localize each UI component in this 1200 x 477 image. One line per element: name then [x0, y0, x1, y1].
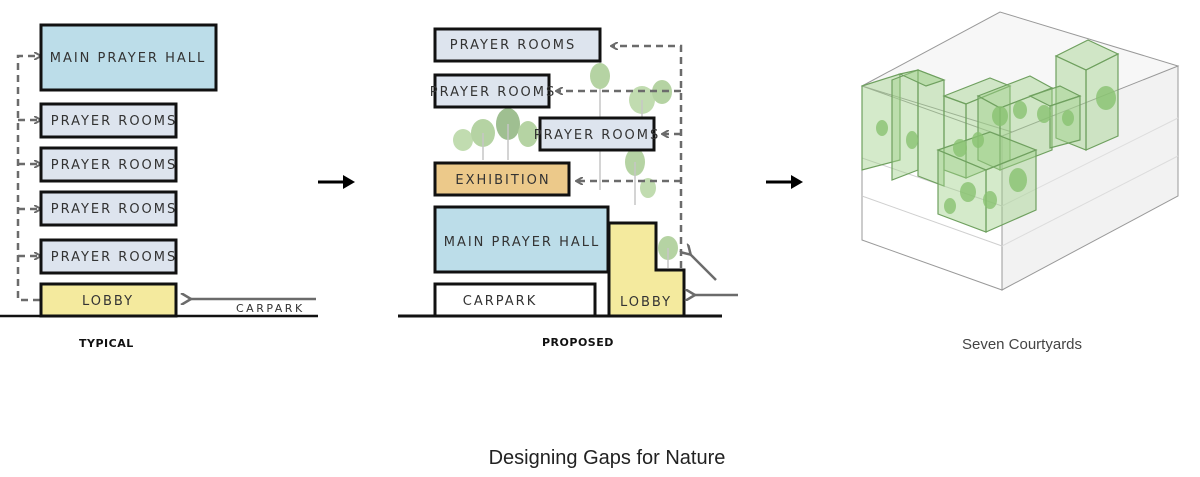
- typical-main-prayer-hall-label: MAIN PRAYER HALL: [50, 51, 207, 66]
- diagram-title: Designing Gaps for Nature: [489, 447, 726, 469]
- courtyards-caption: Seven Courtyards: [962, 336, 1082, 353]
- typical-prayer-rooms-label-3: PRAYER ROOMS: [51, 202, 178, 217]
- typical-section: MAIN PRAYER HALL PRAYER ROOMS PRAYER ROO…: [0, 23, 318, 350]
- proposed-section: PRAYER ROOMS PRAYER ROOMS PRAYER ROOMS E…: [398, 27, 738, 349]
- proposed-main-prayer-hall-label: MAIN PRAYER HALL: [444, 235, 601, 250]
- proposed-prayer-rooms-box-2: [433, 73, 551, 109]
- proposed-prayer-rooms-box-3: [538, 116, 656, 152]
- typical-prayer-rooms-label-1: PRAYER ROOMS: [51, 114, 178, 129]
- tree-icon: [453, 62, 678, 268]
- proposed-caption: PROPOSED: [542, 336, 614, 349]
- typical-carpark-label: CARPARK: [236, 302, 305, 315]
- proposed-circulation-spine: [612, 46, 683, 268]
- proposed-prayer-rooms-label-2: PRAYER ROOMS: [430, 85, 557, 100]
- proposed-carpark-label: CARPARK: [463, 294, 537, 309]
- typical-prayer-rooms-label-2: PRAYER ROOMS: [51, 158, 178, 173]
- typical-prayer-rooms-box-1: [39, 102, 178, 139]
- typical-caption: TYPICAL: [79, 337, 134, 350]
- typical-prayer-rooms-label-4: PRAYER ROOMS: [51, 250, 178, 265]
- typical-prayer-rooms-box-2: [39, 146, 178, 183]
- proposed-prayer-rooms-label-1: PRAYER ROOMS: [450, 38, 577, 53]
- proposed-prayer-rooms-box-1: [433, 27, 602, 63]
- proposed-lobby-label: LOBBY: [620, 295, 672, 310]
- typical-circulation-spine: [16, 56, 40, 302]
- proposed-prayer-rooms-label-3: PRAYER ROOMS: [534, 128, 661, 143]
- right-arrow-icon: [766, 175, 803, 189]
- typical-lobby-label: LOBBY: [82, 294, 134, 309]
- tree-icon: [876, 86, 1116, 214]
- right-arrow-icon: [318, 175, 355, 189]
- proposed-entry-arrow-diagonal: [690, 254, 717, 281]
- proposed-exhibition-label: EXHIBITION: [455, 173, 550, 188]
- typical-prayer-rooms-box-4: [39, 238, 178, 275]
- typical-main-prayer-hall-box: [39, 23, 218, 92]
- typical-lobby-box: [39, 282, 178, 318]
- seven-courtyards-axonometric: Seven Courtyards: [860, 11, 1180, 353]
- proposed-carpark-box: [433, 282, 597, 318]
- proposed-lobby-box: [607, 221, 686, 318]
- typical-prayer-rooms-box-3: [39, 190, 178, 227]
- proposed-exhibition-box: [433, 161, 571, 197]
